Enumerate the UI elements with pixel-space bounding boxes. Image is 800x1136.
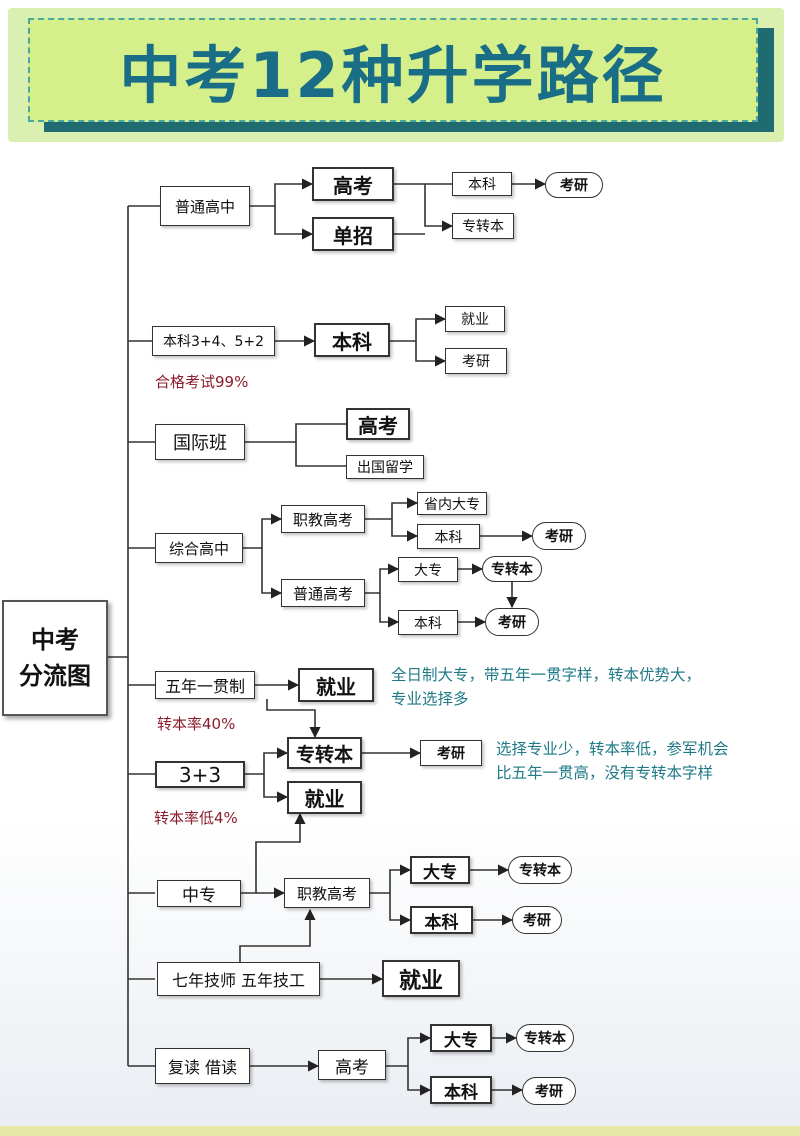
node-zhuanben: 专转本 bbox=[452, 213, 514, 239]
node-zhuanben: 专转本 bbox=[516, 1024, 574, 1052]
node-kaoyan: 考研 bbox=[485, 608, 539, 636]
node-3plus3: 3+3 bbox=[155, 761, 245, 788]
sanjia-description-line2: 比五年一贯高，没有专转本字样 bbox=[496, 764, 714, 782]
node-zhongzhuan: 中专 bbox=[157, 880, 241, 907]
node-zhijiao-gaokao: 职教高考 bbox=[281, 505, 365, 533]
pass-rate-note: 合格考试99% bbox=[155, 373, 249, 391]
node-zhuanben: 专转本 bbox=[287, 737, 362, 769]
node-kaoyan: 考研 bbox=[445, 348, 507, 374]
trunk-line bbox=[108, 206, 129, 1066]
bottom-strip bbox=[0, 1126, 800, 1136]
node-benke: 本科 bbox=[452, 172, 512, 196]
node-putong-gaozhong: 普通高中 bbox=[160, 186, 250, 226]
node-benke: 本科 bbox=[398, 610, 458, 635]
node-wunian-yiguanzhi: 五年一贯制 bbox=[155, 671, 255, 699]
node-fudu-jiedu: 复读 借读 bbox=[155, 1048, 250, 1084]
node-gaokao: 高考 bbox=[318, 1050, 386, 1080]
root-line2: 分流图 bbox=[19, 662, 91, 690]
node-gaokao: 高考 bbox=[346, 408, 410, 440]
node-gaokao: 高考 bbox=[312, 167, 394, 201]
node-benke: 本科 bbox=[314, 323, 390, 357]
node-zhuanben: 专转本 bbox=[482, 556, 542, 582]
node-kaoyan: 考研 bbox=[532, 522, 586, 550]
root-node: 中考 分流图 bbox=[2, 600, 108, 716]
root-line1: 中考 bbox=[31, 626, 79, 654]
wunian-description-line2: 专业选择多 bbox=[391, 690, 469, 708]
node-benke: 本科 bbox=[417, 524, 480, 549]
node-putong-gaokao: 普通高考 bbox=[281, 579, 365, 607]
node-benke: 本科 bbox=[410, 906, 473, 934]
node-zonghe-gaozhong: 综合高中 bbox=[155, 533, 243, 563]
node-benke-34-52: 本科3+4、5+2 bbox=[152, 326, 275, 356]
node-shengnei-dazhuan: 省内大专 bbox=[417, 492, 487, 515]
sanjia-description-line1: 选择专业少，转本率低，参军机会 bbox=[496, 740, 729, 758]
node-jiuye: 就业 bbox=[287, 781, 362, 814]
node-kaoyan: 考研 bbox=[545, 172, 603, 198]
node-guojiban: 国际班 bbox=[155, 424, 245, 460]
node-kaoyan: 考研 bbox=[420, 740, 482, 766]
transfer-rate-note: 转本率40% bbox=[157, 715, 236, 733]
page-title: 中考12种升学路径 bbox=[119, 39, 667, 112]
node-jishi-jigong: 七年技师 五年技工 bbox=[157, 962, 320, 996]
node-dazhuan: 大专 bbox=[398, 557, 458, 582]
node-kaoyan: 考研 bbox=[522, 1077, 576, 1105]
node-jiuye: 就业 bbox=[298, 668, 374, 702]
node-dazhuan: 大专 bbox=[410, 856, 470, 884]
node-kaoyan: 考研 bbox=[512, 906, 562, 934]
node-dazhuan: 大专 bbox=[430, 1024, 492, 1052]
low-transfer-rate-note: 转本率低4% bbox=[154, 809, 238, 827]
node-jiuye: 就业 bbox=[382, 960, 460, 997]
node-chuguo-liuxue: 出国留学 bbox=[346, 455, 424, 479]
wunian-description-line1: 全日制大专，带五年一贯字样，转本优势大， bbox=[391, 666, 702, 684]
trunk-branches bbox=[128, 205, 160, 1067]
title-banner: 中考12种升学路径 bbox=[28, 18, 758, 122]
node-benke: 本科 bbox=[430, 1076, 492, 1104]
node-zhuanben: 专转本 bbox=[508, 856, 572, 884]
node-danzhao: 单招 bbox=[312, 217, 394, 251]
node-jiuye: 就业 bbox=[445, 306, 505, 332]
node-zhijiao-gaokao: 职教高考 bbox=[284, 878, 370, 908]
